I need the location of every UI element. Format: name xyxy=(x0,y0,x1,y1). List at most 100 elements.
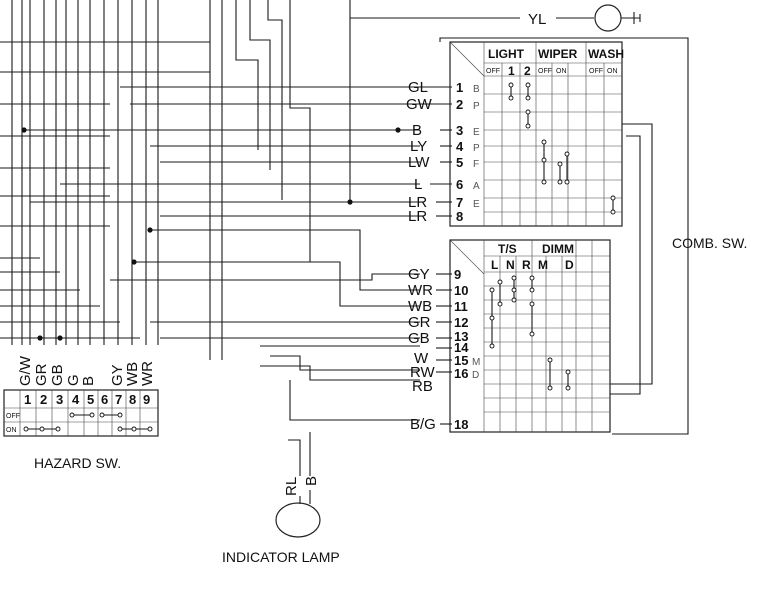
indicator-lamp: RL B xyxy=(275,432,321,538)
subheader-light-2: 2 xyxy=(524,64,531,78)
comb-row-12: GR 12 xyxy=(408,314,468,331)
pin-number: 2 xyxy=(456,97,463,112)
comb-row-9: GY 9 xyxy=(408,266,461,283)
top-wire-label: YL xyxy=(528,11,546,28)
hazard-wire-gr: GR xyxy=(33,363,50,386)
hazard-num-4: 4 xyxy=(72,392,80,407)
top-wire-yl: YL xyxy=(350,4,641,32)
subheader-r: R xyxy=(522,258,531,272)
comb-row-13: GB 13 xyxy=(408,329,468,347)
lamp-wire-b: B xyxy=(303,476,320,486)
wire-label: B/G xyxy=(410,416,436,433)
pin-sub: E xyxy=(473,127,480,138)
hazard-row-off: OFF xyxy=(6,413,20,420)
wire-label: W xyxy=(414,350,429,367)
wire-label: WB xyxy=(408,298,432,315)
comb-row-7: LR 7 E xyxy=(408,194,480,211)
hazard-num-5: 5 xyxy=(87,392,94,407)
comb-row-2: GW 2 P xyxy=(406,96,480,113)
comb-switch-upper-rows: GL 1 B GW 2 P B 3 E LY 4 P LW 5 F L 6 A … xyxy=(406,79,480,225)
hazard-switch-title: HAZARD SW. xyxy=(34,455,121,471)
wire-label: GB xyxy=(408,330,430,347)
wire-label: GL xyxy=(408,79,428,96)
pin-number: 10 xyxy=(454,283,468,298)
comb-row-15: W 15 M xyxy=(414,350,480,368)
pin-number: 1 xyxy=(456,80,463,95)
hazard-wire-wb: WB xyxy=(124,362,141,386)
hazard-num-1: 1 xyxy=(24,392,31,407)
hazard-wire-gb: GB xyxy=(49,364,66,386)
hazard-contacts xyxy=(23,412,153,432)
header-dimm: DIMM xyxy=(542,242,574,256)
comb-switch-upper: LIGHT WIPER WASH OFF 1 2 OFF ON OFF ON xyxy=(449,41,624,227)
comb-switch-title: COMB. SW. xyxy=(672,235,747,251)
header-wiper: WIPER xyxy=(538,47,578,61)
hazard-wire-gy: GY xyxy=(109,364,126,386)
top-lamp-circle xyxy=(594,4,622,32)
comb-switch-lower-rows: GY 9 WR 10 WB 11 GR 12 GB 13 14 W 15 M R… xyxy=(408,266,480,433)
hazard-num-7: 7 xyxy=(115,392,122,407)
hazard-num-6: 6 xyxy=(101,392,108,407)
pin-sub: P xyxy=(473,101,480,112)
pin-number: 14 xyxy=(454,340,469,355)
pin-number: 7 xyxy=(456,195,463,210)
hazard-wire-g: G xyxy=(65,374,82,386)
header-light: LIGHT xyxy=(488,47,525,61)
subheader-wiper-off: OFF xyxy=(538,68,552,75)
pin-sub: F xyxy=(473,159,479,170)
pin-number: 5 xyxy=(456,155,463,170)
wire-label: LW xyxy=(408,154,430,171)
wire-label: RW xyxy=(410,364,436,381)
hazard-num-8: 8 xyxy=(129,392,136,407)
pin-number: 8 xyxy=(456,209,463,224)
wire-label: GW xyxy=(406,96,433,113)
comb-row-4: LY 4 P xyxy=(410,138,480,155)
pin-number: 13 xyxy=(454,329,468,344)
pin-number: 9 xyxy=(454,267,461,282)
wire-label: LY xyxy=(410,138,427,155)
pin-sub: E xyxy=(473,199,480,210)
comb-row-5: LW 5 F xyxy=(408,154,479,171)
pin-sub: P xyxy=(473,143,480,154)
comb-row-10: WR 10 xyxy=(408,282,468,299)
lower-contacts xyxy=(489,275,571,391)
hazard-switch: 1 2 3 4 5 6 7 8 9 OFF ON G/W GR GB G B G… xyxy=(3,355,159,437)
subheader-d: D xyxy=(565,258,574,272)
comb-row-rb: RB xyxy=(412,378,433,395)
pin-number: 12 xyxy=(454,315,468,330)
pin-number: 3 xyxy=(456,123,463,138)
wire-label: GR xyxy=(408,314,431,331)
wire-label: RB xyxy=(412,378,433,395)
hazard-num-2: 2 xyxy=(40,392,47,407)
wire-label: LR xyxy=(408,194,427,211)
comb-row-11: WB 11 xyxy=(408,298,468,315)
wire-label: LR xyxy=(408,208,427,225)
pin-number: 4 xyxy=(456,139,464,154)
pin-sub: B xyxy=(473,84,480,95)
hazard-wire-labels: G/W GR GB G B GY WB WR xyxy=(17,355,156,386)
comb-row-6: L 6 A xyxy=(414,176,480,193)
subheader-wiper-on: ON xyxy=(556,68,567,75)
header-wash: WASH xyxy=(588,47,624,61)
subheader-n: N xyxy=(506,258,515,272)
pin-number: 15 xyxy=(454,353,468,368)
junction-dots xyxy=(21,127,401,341)
subheader-light-off: OFF xyxy=(486,68,500,75)
comb-row-1: GL 1 B xyxy=(408,79,480,96)
hazard-wire-b: B xyxy=(80,376,97,386)
comb-row-3: B 3 E xyxy=(412,122,480,139)
subheader-l: L xyxy=(491,258,498,272)
wire-label: GY xyxy=(408,266,430,283)
hazard-wire-gw: G/W xyxy=(17,355,34,386)
wire-label: WR xyxy=(408,282,433,299)
pin-sub: A xyxy=(473,181,480,192)
subheader-wash-on: ON xyxy=(607,68,618,75)
comb-row-8: LR 8 xyxy=(408,208,463,225)
hazard-wire-wr: WR xyxy=(139,361,156,386)
vertical-bundle-wires xyxy=(11,0,351,360)
pin-sub: D xyxy=(472,370,479,381)
upper-contacts xyxy=(508,82,616,215)
comb-row-14: 14 xyxy=(436,340,469,355)
indicator-lamp-title: INDICATOR LAMP xyxy=(222,549,340,565)
